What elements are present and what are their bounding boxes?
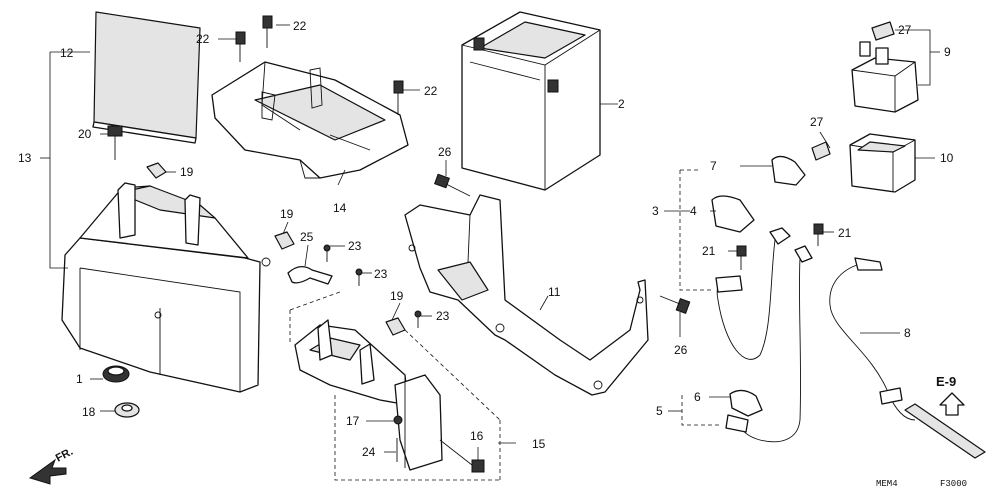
terminal-cover-4-part	[711, 195, 755, 233]
callout-21b: 21	[838, 226, 852, 240]
clip-nut-19c-part	[385, 317, 406, 336]
group-brackets	[289, 169, 720, 481]
main-fuse-27a-part	[871, 21, 895, 41]
front-direction-label: FR.	[54, 446, 75, 465]
clip-nut-19a-part	[146, 162, 167, 179]
screw-17-part	[393, 415, 403, 425]
battery-part	[461, 11, 601, 191]
fuse-27b-part	[811, 141, 831, 161]
callout-22c: 22	[424, 84, 438, 98]
e9-reference-arrow	[939, 392, 965, 416]
callout-26a: 26	[438, 145, 452, 159]
callout-20: 20	[78, 127, 92, 141]
clamp-25-part	[287, 266, 333, 285]
callout-13: 13	[18, 151, 32, 165]
callout-19b: 19	[280, 207, 294, 221]
callouts: 12 13 20 19 1 18 22 22 22 14 2 26 19 25 …	[18, 19, 954, 459]
reference-label: E-9	[936, 374, 956, 389]
callout-1: 1	[76, 372, 83, 386]
callout-19a: 19	[180, 165, 194, 179]
callout-27a: 27	[898, 23, 912, 37]
bolt-20-part	[107, 125, 123, 160]
screw-23b-part	[355, 268, 363, 286]
callout-27b: 27	[810, 115, 824, 129]
bolt-16-part	[471, 459, 485, 473]
bolt-22b-part	[262, 15, 273, 48]
callout-3: 3	[652, 204, 659, 218]
callout-23b: 23	[374, 267, 388, 281]
callout-4: 4	[690, 204, 697, 218]
positive-cable-part	[715, 227, 791, 360]
callout-26b: 26	[674, 343, 688, 357]
frame-bar-part	[904, 403, 986, 459]
terminal-cover-6-part	[729, 389, 763, 417]
battery-cover-tray-part	[211, 61, 409, 179]
callout-23c: 23	[436, 309, 450, 323]
ground-cable-part	[829, 257, 916, 421]
callout-9: 9	[944, 45, 951, 59]
bolt-22a-part	[235, 31, 246, 62]
callout-25: 25	[300, 230, 314, 244]
leader-lines	[40, 24, 940, 466]
callout-5: 5	[656, 404, 663, 418]
callout-7: 7	[710, 159, 717, 173]
callout-21a: 21	[702, 244, 716, 258]
callout-22a: 22	[196, 32, 210, 46]
drawing-code-left: MEM4	[876, 479, 898, 489]
callout-16: 16	[470, 429, 484, 443]
front-direction-arrow	[28, 458, 67, 485]
callout-6: 6	[694, 390, 701, 404]
callout-17: 17	[346, 414, 360, 428]
callout-8: 8	[904, 326, 911, 340]
bolt-26b-part	[659, 295, 691, 314]
callout-10: 10	[940, 151, 954, 165]
callout-18: 18	[82, 405, 96, 419]
fuse-holder-part	[294, 319, 443, 471]
battery-box-part	[61, 182, 271, 393]
bolt-22c-part	[393, 80, 404, 115]
callout-11: 11	[548, 285, 561, 299]
callout-15: 15	[532, 437, 546, 451]
starter-relay-part	[851, 41, 919, 113]
relay-cover-part	[849, 133, 916, 193]
battery-stay-part	[404, 194, 649, 396]
callout-22b: 22	[293, 19, 307, 33]
callout-14: 14	[333, 201, 347, 215]
callout-23a: 23	[348, 239, 362, 253]
bolt-21b-part	[813, 223, 824, 246]
insulator-sheet-part	[92, 11, 201, 144]
callout-24: 24	[362, 445, 376, 459]
bolt-21a-part	[736, 245, 747, 270]
drawing-code-right: F3000	[940, 479, 967, 489]
terminal-cover-7-part	[771, 155, 806, 186]
grommet-cap-part	[114, 402, 140, 418]
negative-cable-part	[725, 245, 813, 443]
callout-19c: 19	[390, 289, 404, 303]
clip-nut-19b-part	[274, 231, 295, 250]
rubber-grommet-part	[102, 365, 130, 383]
callout-2: 2	[618, 97, 625, 111]
bolt-26a-part	[434, 173, 471, 197]
screw-23c-part	[414, 310, 422, 328]
callout-12: 12	[60, 46, 74, 60]
screw-23a-part	[323, 244, 331, 262]
